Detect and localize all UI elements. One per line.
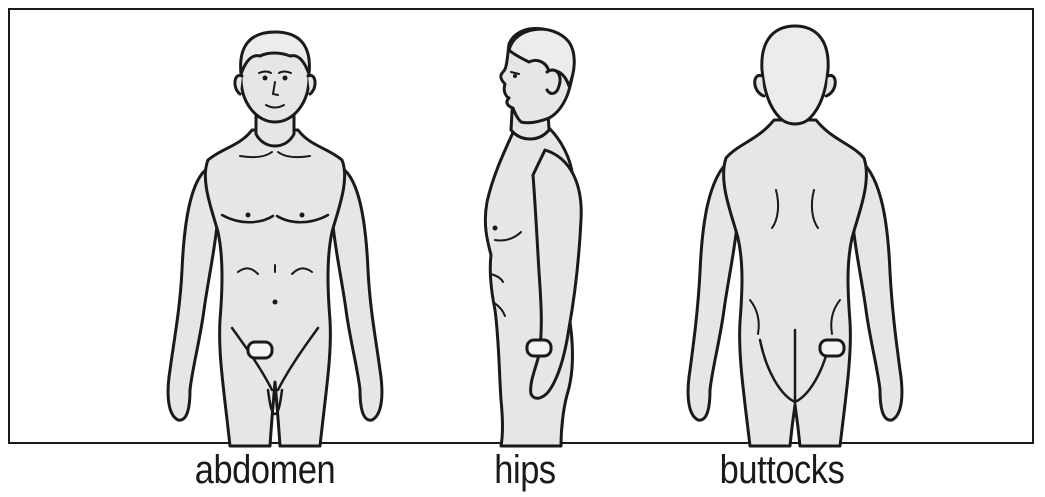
label-buttocks: buttocks — [720, 448, 845, 493]
label-hips: hips — [494, 448, 555, 493]
abdomen-injection-site — [248, 342, 272, 358]
side-view-figure — [465, 10, 605, 446]
back-view-figure — [680, 10, 910, 446]
back-head — [762, 26, 828, 124]
hips-injection-site — [527, 340, 551, 356]
front-torso — [205, 130, 344, 446]
buttocks-injection-site — [820, 340, 844, 356]
illustration-frame — [8, 8, 1034, 444]
label-abdomen: abdomen — [195, 448, 335, 493]
front-view-figure — [160, 10, 390, 446]
